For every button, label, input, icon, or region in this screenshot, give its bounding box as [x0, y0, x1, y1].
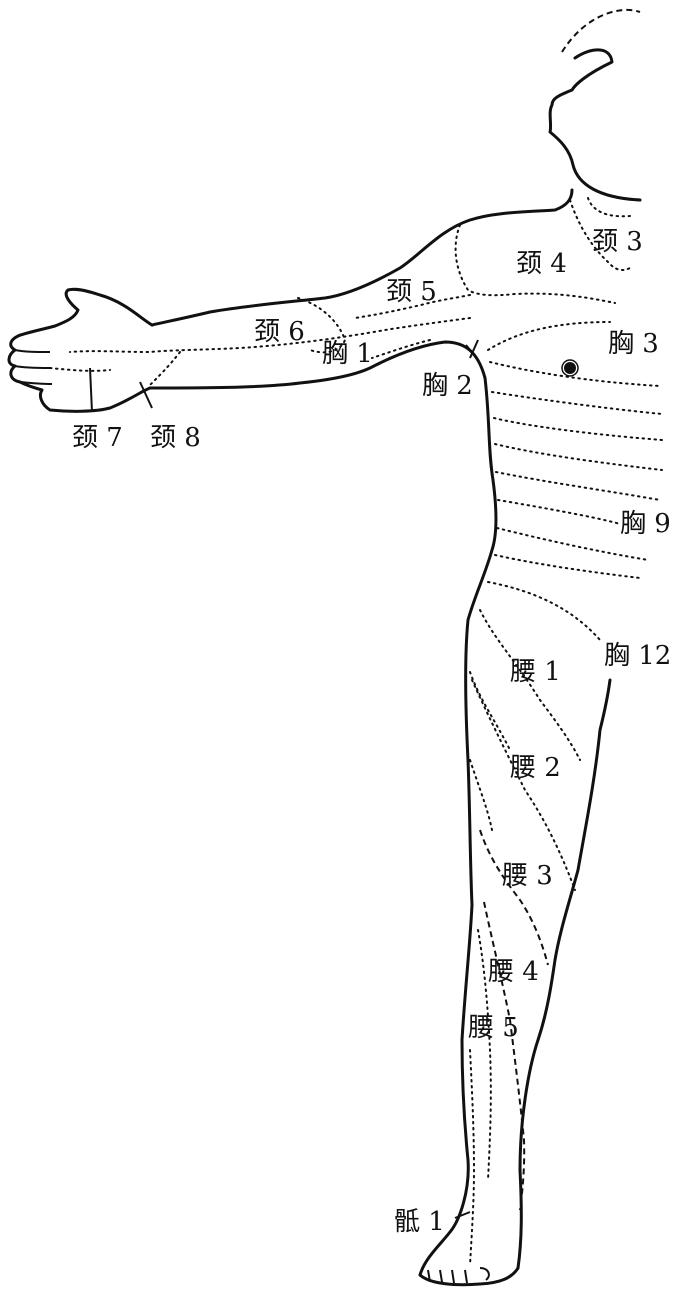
torso-leg-outline — [418, 376, 498, 1277]
body-outline — [7, 8, 642, 1287]
shoulder-top-outline — [150, 188, 574, 327]
boundary-t9 — [497, 499, 621, 525]
finger-lines — [14, 349, 53, 385]
foot-outline — [418, 1266, 520, 1287]
dermatome-labels: 颈 3 颈 4 颈 5 颈 6 胸 1 胸 2 胸 3 颈 7 颈 8 胸 9 … — [72, 227, 671, 1237]
label-s1: 骶 1 — [394, 1207, 445, 1237]
boundary-c7-line — [89, 367, 93, 413]
boundary-t3 — [487, 321, 611, 351]
boundary-l3-upper — [469, 759, 493, 831]
boundary-l3 — [479, 829, 549, 966]
boundary-s1 — [469, 1049, 476, 1266]
label-c4: 颈 4 — [516, 249, 567, 279]
label-t3: 胸 3 — [608, 329, 659, 359]
label-c3: 颈 3 — [592, 227, 643, 257]
label-l5: 腰 5 — [468, 1013, 519, 1043]
label-t2: 胸 2 — [422, 371, 473, 401]
label-t12: 胸 12 — [604, 641, 671, 671]
boundary-l1-inner — [469, 671, 511, 751]
arm-underside-outline — [148, 340, 487, 390]
boundary-t12 — [487, 581, 601, 641]
label-c8: 颈 8 — [150, 423, 201, 453]
boundary-t7 — [494, 443, 663, 471]
boundary-t10 — [496, 527, 649, 561]
dermatome-boundaries — [49, 197, 663, 1266]
boundary-t8 — [495, 471, 661, 501]
toes-outline — [427, 1267, 490, 1284]
label-l1: 腰 1 — [510, 657, 561, 687]
boundary-t5 — [491, 391, 663, 415]
nipple-ring — [561, 359, 579, 377]
label-l2: 腰 2 — [510, 753, 561, 783]
face-profile — [548, 48, 642, 202]
inner-leg-outline — [516, 678, 612, 1270]
label-c5: 颈 5 — [386, 277, 437, 307]
label-t1: 胸 1 — [322, 339, 373, 369]
boundary-c6 — [297, 297, 347, 354]
label-t9: 胸 9 — [620, 509, 671, 539]
head-dashed-outline — [561, 8, 641, 53]
boundary-arm-axis — [69, 317, 471, 354]
boundary-c3-neck — [587, 197, 631, 218]
boundary-c3-lower — [569, 199, 631, 271]
label-l3: 腰 3 — [502, 861, 553, 891]
boundary-c8-line — [139, 381, 153, 409]
boundary-t1 — [371, 339, 431, 359]
boundary-l4 — [483, 901, 526, 1211]
boundary-l5 — [477, 929, 492, 1181]
label-c7: 颈 7 — [72, 423, 123, 453]
label-l4: 腰 4 — [488, 957, 539, 987]
hand-outline — [7, 287, 154, 413]
boundary-t11 — [494, 554, 641, 579]
boundary-s1-tick — [454, 1211, 471, 1219]
label-c6: 颈 6 — [254, 317, 305, 347]
boundary-t6 — [493, 417, 663, 441]
boundary-c4 — [454, 224, 616, 304]
nipple-dot — [564, 362, 576, 374]
boundary-l2 — [471, 679, 576, 891]
boundary-l1 — [479, 609, 581, 761]
boundary-t2-tick — [465, 339, 479, 361]
boundary-hand — [49, 351, 181, 386]
boundary-c5 — [354, 294, 471, 319]
